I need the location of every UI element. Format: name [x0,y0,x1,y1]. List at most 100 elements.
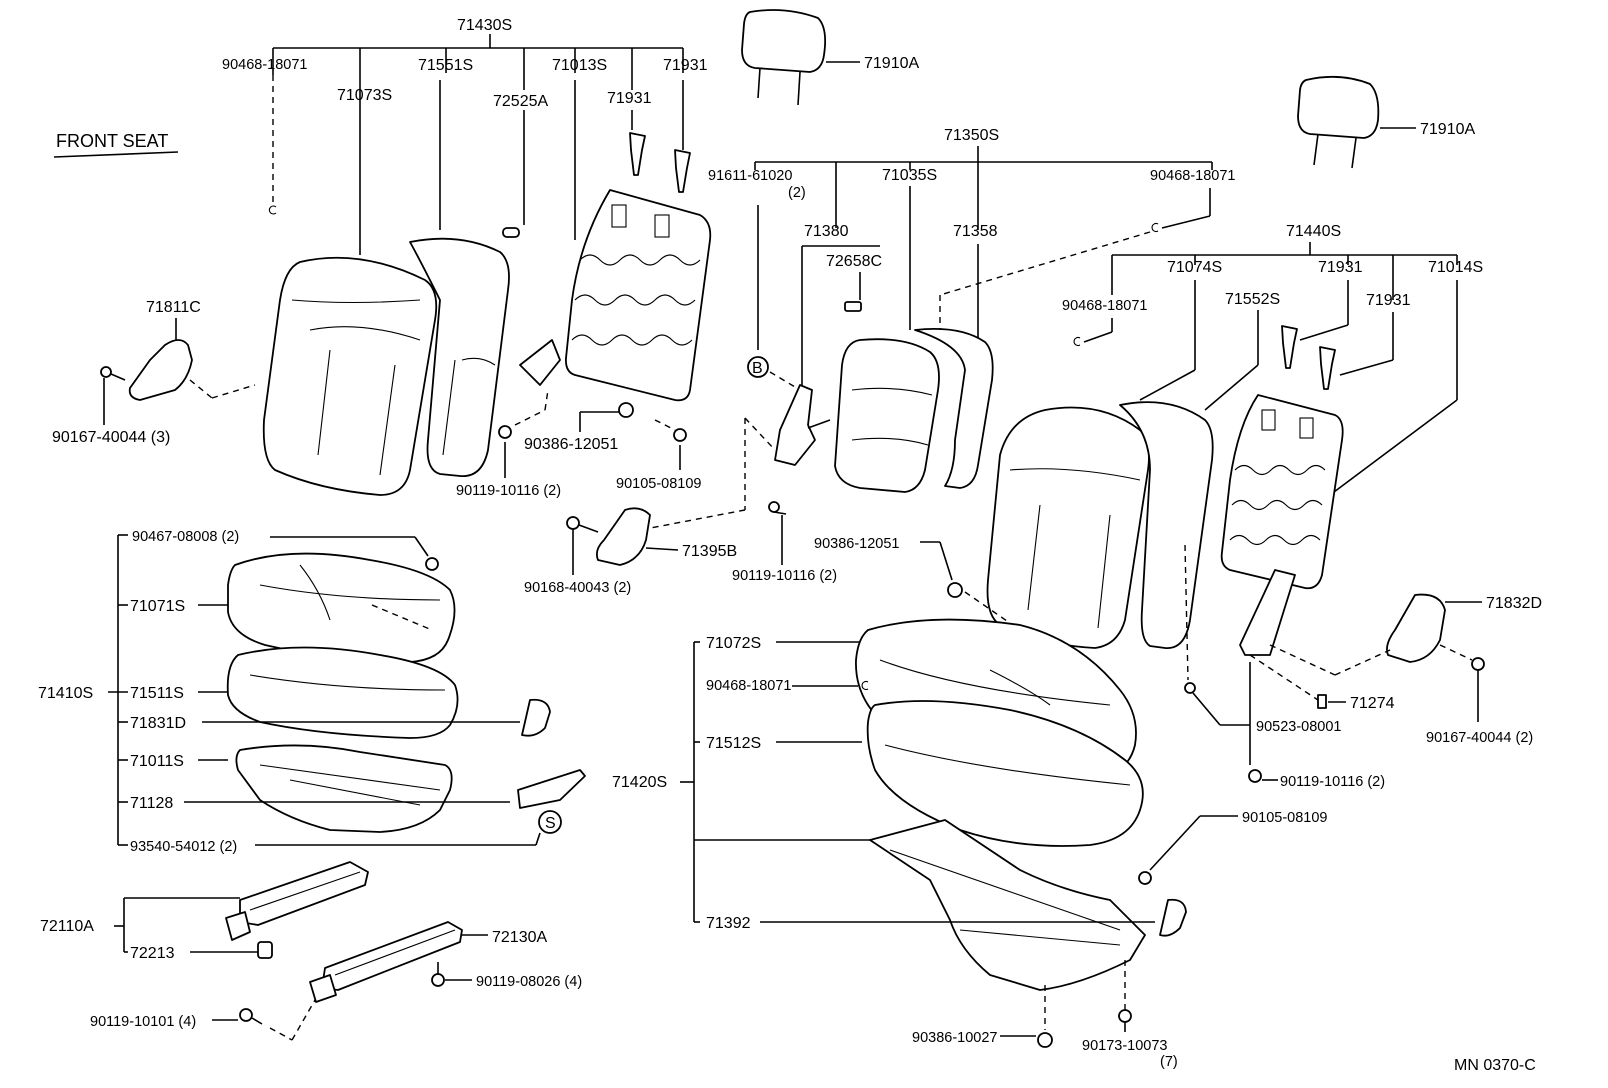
label-71011S: 71011S [130,753,184,770]
label-B: B [752,360,763,377]
label-90467-08008: 90467-08008 (2) [132,529,239,545]
seatback-assembly-right: 71350S 91611-61020 (2) 71035S 90468-1807… [524,75,1542,790]
seat-cushion-assembly-left: 90467-08008 (2) 71071S 71410S 71511S 718… [38,529,586,855]
label-71074S: 71074S [1167,259,1222,276]
seat-cushion-cover-71071S [227,552,456,663]
recliner-71380 [774,384,816,466]
cushion-frame-71011S [235,744,453,833]
clip-71931-a [629,132,646,176]
label-90523-08001: 90523-08001 [1256,719,1341,735]
seatback-assembly-left: 71430S 90468-18071 71073S 71551S 72525A … [52,9,919,499]
label-71832D: 71832D [1486,595,1542,612]
seat-track-assembly: 72110A 72213 72130A 90119-08026 (4) 9011… [40,861,582,1041]
label-71013S: 71013S [552,57,607,74]
label-71831D: 71831D [130,715,186,732]
label-71430S: 71430S [457,17,512,34]
headrest-71910A-a [741,9,827,73]
clip-71931-b [674,149,691,193]
label-93540-54012: 93540-54012 (2) [130,839,237,855]
label-71071S: 71071S [130,598,185,615]
label-71274: 71274 [1350,695,1395,712]
label-71910A-b: 71910A [1420,121,1475,138]
seatback-cover-71074S [986,406,1150,649]
hinge-cover-71811C [128,339,193,401]
label-71931-d: 71931 [1366,292,1411,309]
label-90119-10101: 90119-10101 (4) [90,1014,196,1030]
diagram-code: MN 0370-C [1454,1057,1536,1074]
seat-cushion-pad-71511S [226,646,459,739]
callout-b [747,356,769,378]
label-71128: 71128 [130,795,173,812]
label-71410S: 71410S [38,685,93,702]
label-90173-qty: (7) [1160,1054,1178,1070]
label-90167-40044-3: 90167-40044 (3) [52,429,170,446]
seat-track-72110A [239,861,369,926]
seatback-frame-71014S [1220,394,1344,656]
label-71931-c: 71931 [1318,259,1363,276]
label-90168-40043: 90168-40043 (2) [524,580,631,596]
label-90386-12051-a: 90386-12051 [524,436,618,453]
seatback-frame-71013S [519,189,712,402]
label-90468-18071-c: 90468-18071 [1062,298,1147,314]
label-71931-a: 71931 [607,90,652,107]
label-71420S: 71420S [612,774,667,791]
label-71440S: 71440S [1286,223,1341,240]
label-71073S: 71073S [337,87,392,104]
side-cover-71128 [517,769,586,809]
label-90105-08109-a: 90105-08109 [616,476,701,492]
seatback-pad-71552S [1119,401,1214,649]
seatback-board-71358 [914,327,994,489]
label-72658C: 72658C [826,253,882,270]
label-90386-12051-b: 90386-12051 [814,536,899,552]
hinge-cover-71832D [1386,593,1446,663]
label-90167-40044-2: 90167-40044 (2) [1426,730,1533,746]
label-90468-18071-b: 90468-18071 [1150,168,1235,184]
label-72110A: 72110A [40,918,94,935]
label-S: S [545,815,556,832]
label-71910A-a: 71910A [864,55,919,72]
cover-71395B [595,507,651,566]
label-71072S: 71072S [706,635,761,652]
diagram-title: FRONT SEAT [56,131,168,151]
cover-71392 [1159,898,1187,937]
label-90119-08026: 90119-08026 (4) [476,974,582,990]
label-72130A: 72130A [492,929,547,946]
label-71551S: 71551S [418,57,473,74]
label-71811C: 71811C [146,299,201,316]
label-71392: 71392 [706,915,751,932]
label-90468-18071-a: 90468-18071 [222,57,307,73]
label-71350S: 71350S [944,127,999,144]
label-90119-10116-a: 90119-10116 (2) [456,483,561,499]
label-90386-10027: 90386-10027 [912,1030,997,1046]
label-71014S: 71014S [1428,259,1483,276]
label-90468-18071-d: 90468-18071 [706,678,791,694]
label-90119-10116-c: 90119-10116 (2) [1280,774,1385,790]
label-71931-b: 71931 [663,57,708,74]
label-72525A: 72525A [493,93,548,110]
clip-71931-c [1281,325,1298,369]
label-71380: 71380 [804,223,849,240]
seatback-board-71035S [834,338,940,493]
label-71395B: 71395B [682,543,737,560]
label-90105-08109-b: 90105-08109 [1242,810,1327,826]
label-71035S: 71035S [882,167,937,184]
seatback-cover-71073S [262,256,438,496]
label-71511S: 71511S [130,685,184,702]
cushion-frame-71392 [869,819,1146,991]
label-71512S: 71512S [706,735,761,752]
seat-cushion-pad-71512S [866,700,1144,847]
callout-s [538,810,562,834]
label-72213: 72213 [130,945,175,962]
label-90173-10073: 90173-10073 [1082,1038,1167,1054]
headrest-71910A-b [1297,75,1380,139]
label-90119-10116-b: 90119-10116 (2) [732,568,837,584]
label-91611-qty: (2) [788,185,806,201]
seat-cushion-assembly-right: 71072S 90468-18071 71512S 71420S 71392 9… [612,618,1327,1070]
cover-71831D [521,698,551,737]
label-91611-61020: 91611-61020 [708,168,792,184]
label-71552S: 71552S [1225,291,1280,308]
title-underline [53,151,179,158]
clip-71931-d [1319,346,1336,390]
seatback-pad-71551S [409,237,510,477]
